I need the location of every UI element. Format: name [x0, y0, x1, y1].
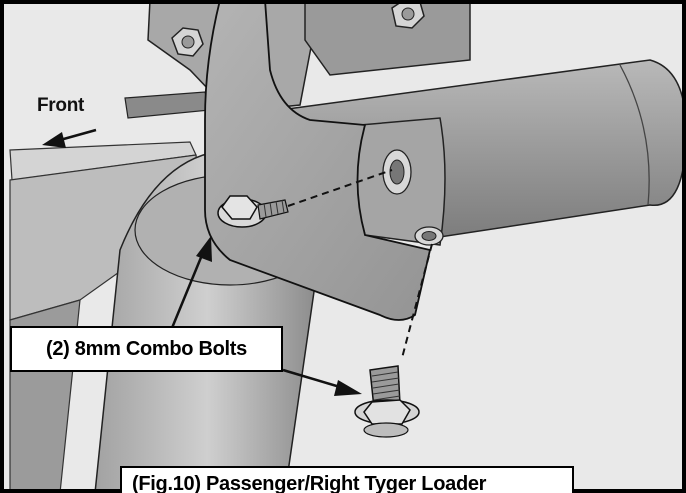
- loader-mount-plate: [204, 0, 432, 321]
- figure-caption: (Fig.10) Passenger/Right Tyger Loader: [120, 466, 574, 493]
- front-direction-label: Front: [37, 95, 85, 116]
- pointer-arrow-icon: [282, 368, 362, 396]
- upper-right-plate: [304, 0, 471, 76]
- pointer-arrow-icon: [170, 236, 212, 329]
- bolt-icon: [354, 365, 420, 438]
- alignment-line-lower: [401, 243, 433, 359]
- left-arrow-icon: [42, 128, 97, 148]
- nut-icon: [391, 0, 425, 29]
- combo-bolts-callout: (2) 8mm Combo Bolts: [10, 326, 283, 372]
- alignment-line-upper: [287, 169, 393, 207]
- nut-icon: [171, 27, 204, 57]
- bolt-icon: [217, 195, 289, 228]
